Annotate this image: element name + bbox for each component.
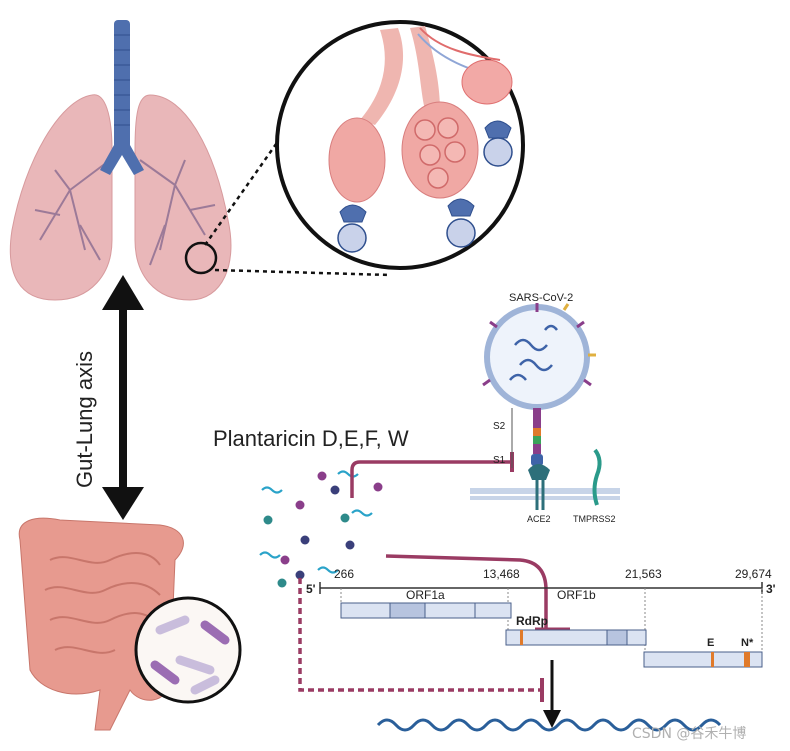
structural-genes-bar [643,651,763,668]
s2-label: S2 [493,421,506,432]
orf1b-label: ORF1b [557,588,596,602]
five-prime-label: 5' [306,582,316,596]
replication-arrow [543,660,561,728]
alveoli-zoom-circle [275,20,525,270]
microbiota-zoom-circle [134,596,242,704]
ace2-label: ACE2 [527,514,551,524]
intestine-illustration [18,517,242,731]
position-13468: 13,468 [483,567,520,581]
genome-map [319,582,763,668]
n-gene-label: N* [741,637,754,649]
lungs-illustration [9,20,232,301]
virus-name: SARS-CoV-2 [509,292,573,304]
e-gene-label: E [707,637,714,649]
orf1a-bar [340,602,512,619]
tmprss2-protease [592,448,602,506]
tmprss2-label: TMPRSS2 [573,514,616,524]
zoom-spot [184,241,218,275]
gut-lung-axis-arrow [102,275,144,520]
viral-rna-strand [376,718,722,732]
position-29674: 29,674 [735,567,772,581]
sars-cov-2-virion [482,303,596,410]
trachea [114,20,130,150]
inhibition-line-replication [298,578,541,692]
spike-protein [531,408,543,466]
ace2-receptor [528,464,550,510]
peptide-particles [259,470,383,588]
axis-label: Gut-Lung axis [72,351,97,488]
inhibition-line-spike [350,460,512,498]
s1-label: S1 [493,455,506,466]
position-21563: 21,563 [625,567,662,581]
orf1a-label: ORF1a [406,588,445,602]
cell-membrane [470,488,620,500]
position-266: 266 [334,567,354,581]
inhibition-line-rdrp [385,554,548,628]
three-prime-label: 3' [766,582,776,596]
rdrp-label: RdRp [516,614,548,628]
compound-label: Plantaricin D,E,F, W [213,426,409,451]
watermark: CSDN @谷禾牛博 [632,725,746,742]
